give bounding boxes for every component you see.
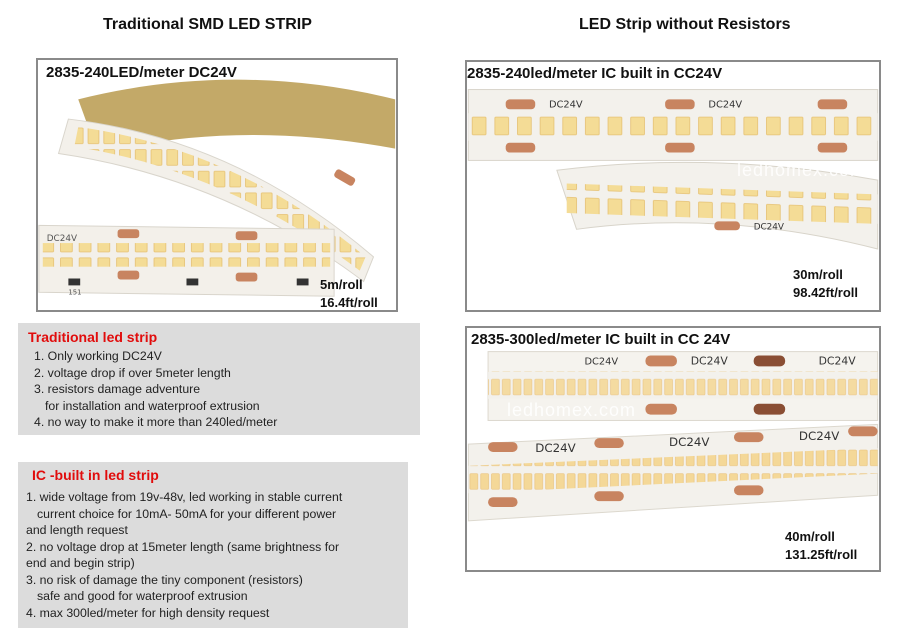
- list-item: 3. resistors damage adventure: [34, 382, 201, 396]
- ic-box-list: 1. wide voltage from 19v-48v, led workin…: [26, 489, 400, 621]
- traditional-box-list: 1. Only working DC24V 2. voltage drop if…: [28, 348, 410, 431]
- ic240-strip-photo: DC24V DC24V DC24V: [467, 62, 879, 310]
- list-item: 2. voltage drop if over 5meter length: [34, 365, 231, 380]
- ic300-strip-title: 2835-300led/meter IC built in CC 24V: [471, 331, 731, 348]
- list-item: 1. Only working DC24V: [34, 349, 162, 363]
- ic-built-in-led-strip-box: IC -built in led strip 1. wide voltage f…: [18, 462, 408, 628]
- strip-label-dc24v: DC24V: [535, 441, 575, 455]
- watermark: ledhomex.com: [46, 202, 176, 222]
- traditional-strip-photo-panel: DC24V 151 ledhomex.com 2835-240LED/meter…: [36, 58, 398, 312]
- roll-feet: 131.25ft/roll: [785, 547, 858, 562]
- ic300-roll-length: 40m/roll 131.25ft/roll: [785, 528, 857, 564]
- roll-feet: 16.4ft/roll: [320, 295, 378, 310]
- strip-label-dc24v: DC24V: [799, 429, 839, 443]
- list-item: 3. no risk of damage the tiny component …: [26, 572, 303, 587]
- list-item: current choice for 10mA- 50mA for your d…: [37, 506, 337, 521]
- ic-box-title: IC -built in led strip: [32, 467, 159, 483]
- list-item: end and begin strip): [26, 556, 135, 570]
- roll-meters: 5m/roll: [320, 277, 363, 292]
- strip-label-resistor: 151: [68, 288, 81, 296]
- ic240-roll-length: 30m/roll 98.42ft/roll: [793, 266, 858, 302]
- list-item: for installation and waterproof extrusio…: [45, 398, 260, 413]
- ic240-strip-title: 2835-240led/meter IC built in CC24V: [467, 65, 723, 82]
- strip-label-dc24v: DC24V: [691, 354, 729, 367]
- ic300-strip-photo-panel: DC24V DC24V DC24V DC24V DC24V DC24V ledh…: [465, 326, 881, 572]
- traditional-box-title: Traditional led strip: [28, 329, 158, 345]
- heading-traditional: Traditional SMD LED STRIP: [103, 16, 312, 33]
- list-item: and length request: [26, 523, 128, 537]
- watermark: ledhomex.com: [507, 400, 637, 420]
- watermark: ledhomex.com: [737, 160, 867, 180]
- roll-feet: 98.42ft/roll: [793, 285, 859, 300]
- roll-meters: 40m/roll: [785, 529, 835, 544]
- ic300-strip-photo: DC24V DC24V DC24V DC24V DC24V DC24V: [467, 328, 879, 570]
- ic240-strip-photo-panel: DC24V DC24V DC24V ledhomex.com 2835-240l…: [465, 60, 881, 312]
- list-item: 4. no way to make it more than 240led/me…: [34, 415, 278, 429]
- strip-label-dc24v: DC24V: [549, 99, 583, 110]
- strip-label-dc24v: DC24V: [47, 234, 77, 244]
- roll-meters: 30m/roll: [793, 267, 843, 282]
- strip-label-dc24v: DC24V: [708, 99, 742, 110]
- strip-label-dc24v: DC24V: [754, 222, 784, 232]
- list-item: 2. no voltage drop at 15meter length (sa…: [26, 539, 340, 554]
- strip-label-dc24v: DC24V: [819, 354, 857, 367]
- traditional-strip-photo: DC24V 151: [38, 60, 396, 310]
- traditional-led-strip-box: Traditional led strip 1. Only working DC…: [18, 323, 420, 435]
- strip-label-dc24v: DC24V: [584, 356, 618, 367]
- list-item: 4. max 300led/meter for high density req…: [26, 605, 270, 620]
- list-item: 1. wide voltage from 19v-48v, led workin…: [26, 490, 343, 504]
- traditional-roll-length: 5m/roll 16.4ft/roll: [320, 276, 378, 310]
- heading-without-resistors: LED Strip without Resistors: [579, 16, 791, 33]
- strip-label-dc24v: DC24V: [669, 435, 709, 449]
- list-item: safe and good for waterproof extrusion: [37, 589, 248, 603]
- traditional-strip-title: 2835-240LED/meter DC24V: [46, 64, 237, 81]
